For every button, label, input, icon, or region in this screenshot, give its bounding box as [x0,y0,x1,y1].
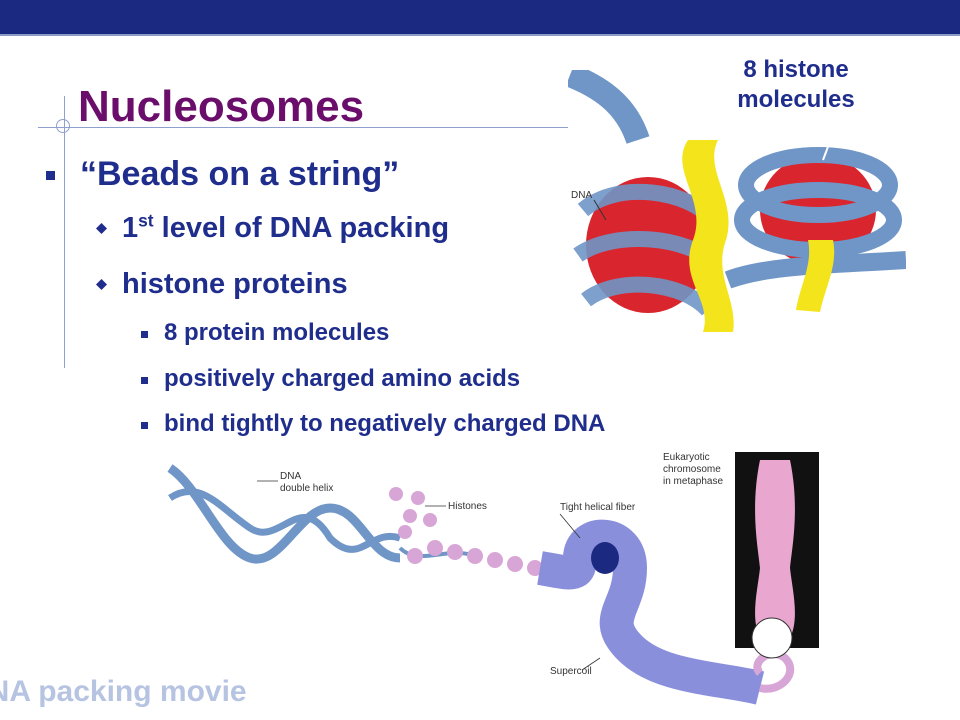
diamond-bullet-icon [96,279,107,290]
guide-circle-icon [56,119,70,133]
histone-caption-line1: 8 histone [743,56,849,83]
dna-packing-movie-link[interactable]: DNA packing movie [0,675,247,708]
bullet-beads-on-string: “Beads on a string” [46,154,400,194]
guide-line-vertical [64,96,65,368]
bullet-text-superscript: st [138,210,154,231]
square-bullet-icon [141,377,148,384]
histone-caption: 8 histone molecules [720,55,872,115]
top-title-bar [0,0,960,34]
label-dna: DNA [280,471,301,482]
nucleosome-dna-label: DNA [571,190,592,201]
bullet-text-main: 1 [122,212,139,244]
guide-line-horizontal [38,127,578,128]
nucleosome-illustration: DNA [568,70,906,332]
label-eukaryotic: Eukaryotic [663,452,710,463]
square-bullet-icon [141,422,148,429]
histone-caption-line2: molecules [737,86,855,113]
bullet-text: positively charged amino acids [164,365,521,392]
label-histones: Histones [448,501,487,512]
bullet-eight-protein-molecules: 8 protein molecules [141,319,390,347]
bullet-text: bind tightly to negatively charged DNA [164,410,606,437]
dna-packing-illustration: DNA double helix Histones Tight helical … [167,452,819,705]
label-in-metaphase: in metaphase [663,476,723,487]
label-chromosome: chromosome [663,464,721,475]
bullet-bind-negative-dna: bind tightly to negatively charged DNA [141,410,606,438]
bullet-text-rest: level of DNA packing [153,212,450,244]
bullet-text: histone proteins [122,268,348,300]
bullet-histone-proteins: histone proteins [96,267,348,301]
square-bullet-icon [46,171,55,180]
label-supercoil: Supercoil [550,666,592,677]
square-bullet-icon [141,331,148,338]
bullet-positive-amino-acids: positively charged amino acids [141,365,521,393]
top-bar-stripe [0,34,960,36]
bullet-text: “Beads on a string” [80,155,400,193]
label-tight-helical-fiber: Tight helical fiber [560,502,636,513]
bullet-first-level-packing: 1st level of DNA packing [96,210,450,245]
diamond-bullet-icon [96,223,107,234]
bullet-text: 8 protein molecules [164,319,390,346]
slide-title: Nucleosomes [78,82,365,131]
label-double-helix: double helix [280,483,333,494]
